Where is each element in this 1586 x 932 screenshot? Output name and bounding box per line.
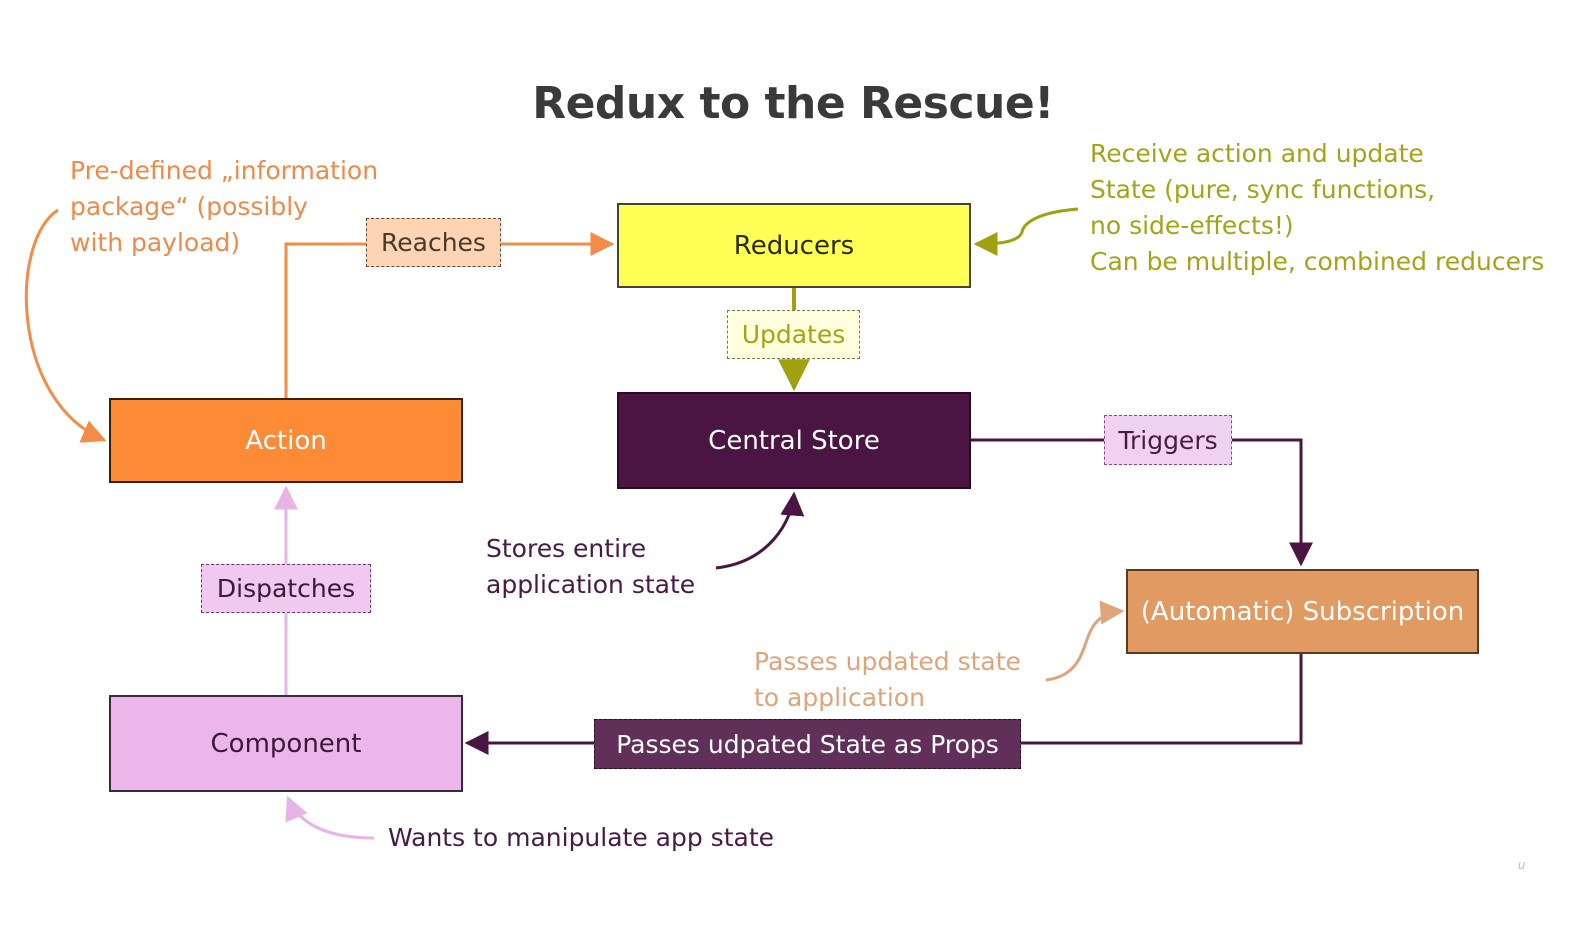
component-box: Component <box>109 695 463 792</box>
reducers-note-line: no side-effects!) <box>1090 211 1294 240</box>
subscription-note-line: to application <box>754 683 925 712</box>
note-curve-store <box>715 491 805 570</box>
action-note-line: Pre-defined „information <box>70 156 379 185</box>
store-note: Stores entire application state <box>486 531 695 603</box>
note-curve-action <box>24 208 107 443</box>
action-note-line: with payload) <box>70 228 241 257</box>
passes-props-tag: Passes udpated State as Props <box>594 719 1021 769</box>
action-note: Pre-defined „information package“ (possi… <box>70 153 378 261</box>
triggers-tag: Triggers <box>1104 415 1232 465</box>
dispatches-label: Dispatches <box>216 574 356 603</box>
component-note-line: Wants to manipulate app state <box>388 823 775 852</box>
subscription-note: Passes updated state to application <box>754 644 1021 716</box>
reducers-note-line: Can be multiple, combined reducers <box>1090 247 1545 276</box>
reducers-note-line: Receive action and update <box>1090 139 1424 168</box>
reducers-note: Receive action and update State (pure, s… <box>1090 136 1544 280</box>
updates-tag: Updates <box>727 310 860 359</box>
store-note-line: Stores entire <box>486 534 647 563</box>
reducers-note-line: State (pure, sync functions, <box>1090 175 1436 204</box>
subscription-label: (Automatic) Subscription <box>1140 596 1465 627</box>
dispatches-tag: Dispatches <box>201 564 371 613</box>
passes-props-label: Passes udpated State as Props <box>616 729 999 759</box>
store-note-line: application state <box>486 570 696 599</box>
component-note: Wants to manipulate app state <box>388 820 774 856</box>
watermark-logo: 𝑢 <box>1518 858 1525 873</box>
reaches-tag: Reaches <box>366 218 501 267</box>
action-label: Action <box>245 425 327 456</box>
action-note-line: package“ (possibly <box>70 192 308 221</box>
slide-title: Redux to the Rescue! <box>532 78 1054 129</box>
action-box: Action <box>109 398 463 483</box>
component-label: Component <box>210 728 362 759</box>
reaches-label: Reaches <box>381 228 486 257</box>
subscription-box: (Automatic) Subscription <box>1126 569 1479 654</box>
note-curve-reducers <box>973 207 1079 256</box>
edge-action-to-reducers <box>284 232 615 398</box>
edge-store-to-subscription <box>971 438 1313 567</box>
reducers-label: Reducers <box>733 230 855 261</box>
reducers-box: Reducers <box>617 203 971 288</box>
triggers-label: Triggers <box>1118 425 1218 455</box>
note-curve-component <box>285 795 375 840</box>
central-store-box: Central Store <box>617 392 971 489</box>
note-curve-subscription <box>1045 600 1125 682</box>
updates-label: Updates <box>741 320 846 349</box>
central-store-label: Central Store <box>708 425 880 456</box>
subscription-note-line: Passes updated state <box>754 647 1021 676</box>
